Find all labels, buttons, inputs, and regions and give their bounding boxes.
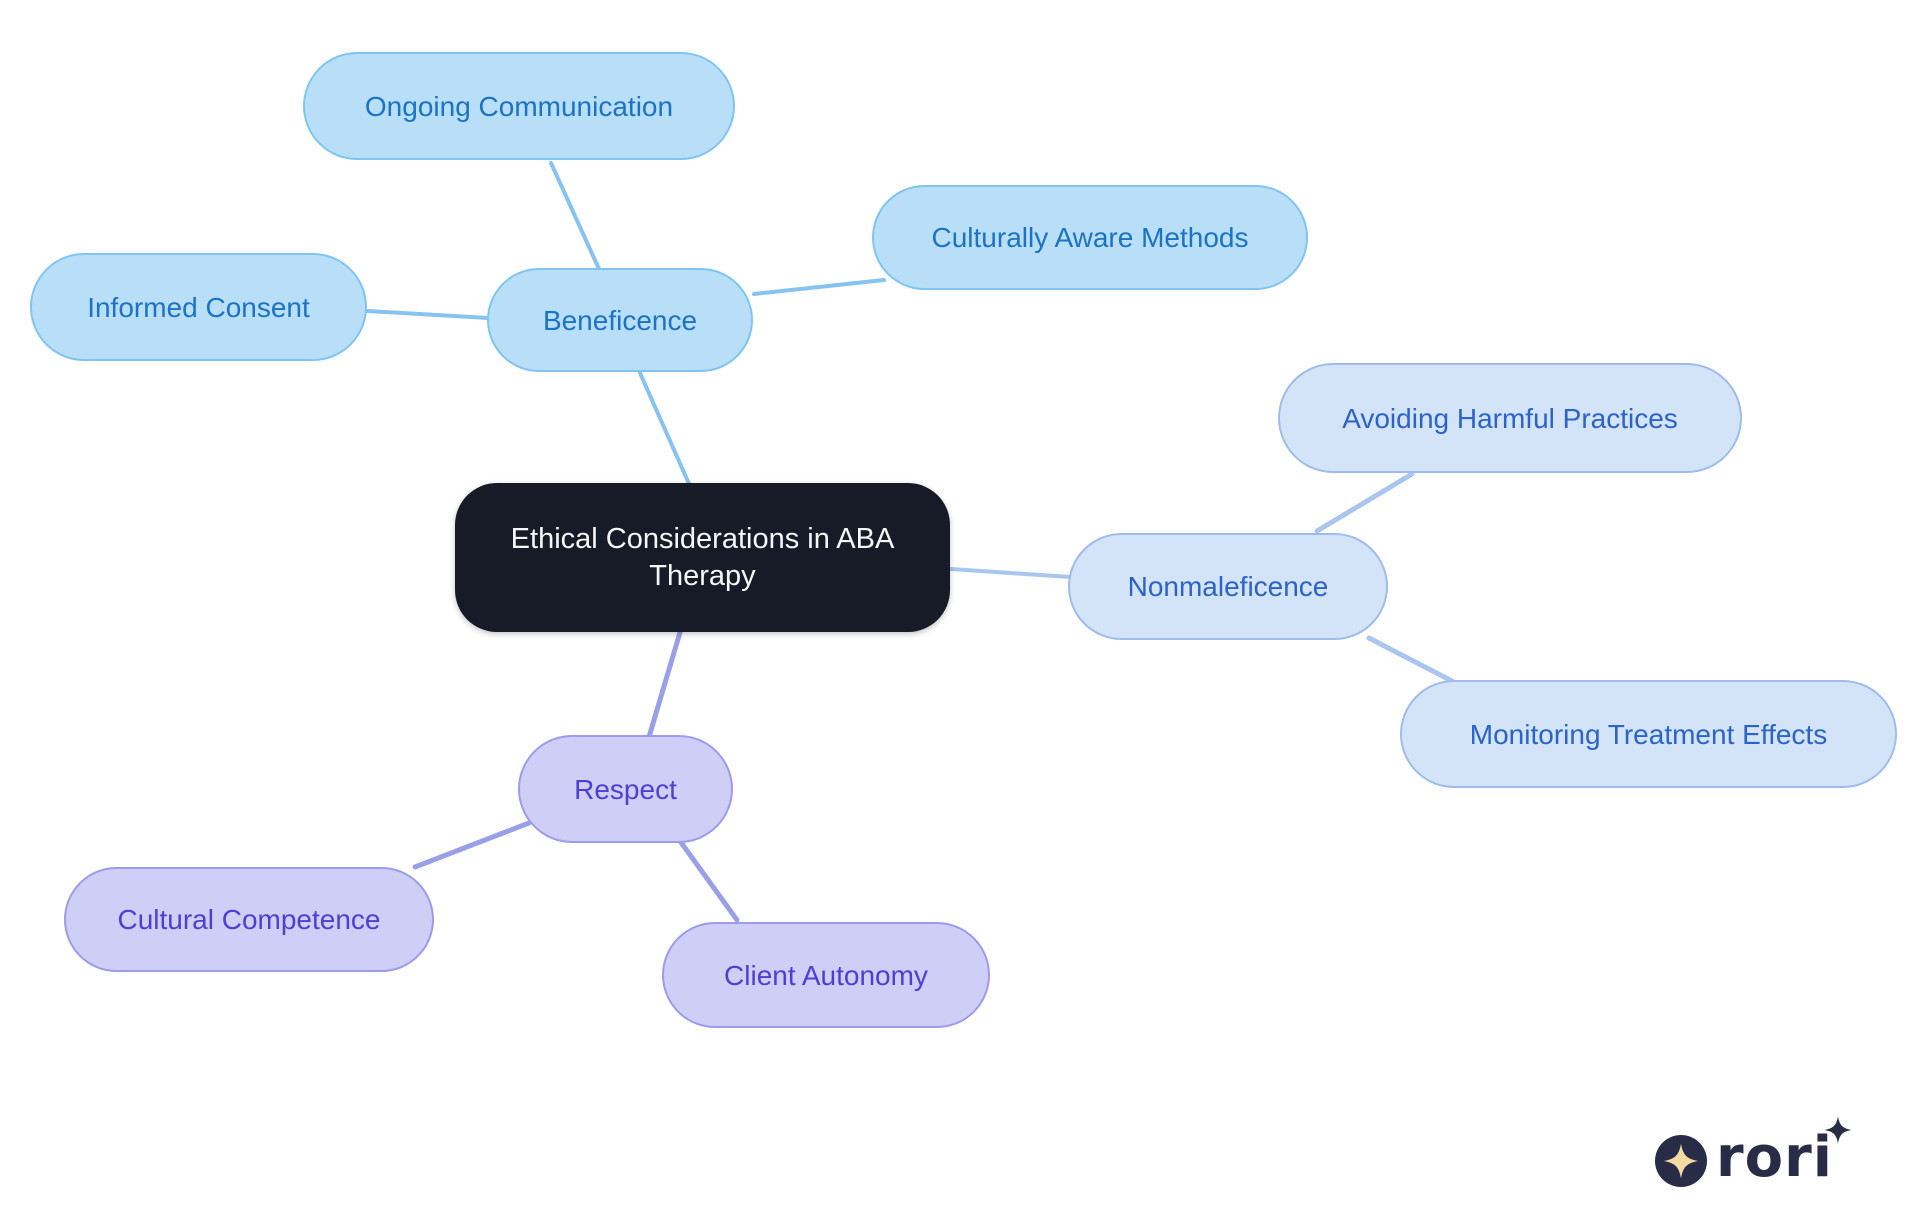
node-monitoring-treatment-effects[interactable]: Monitoring Treatment Effects — [1400, 680, 1897, 788]
node-center-ethical-considerations[interactable]: Ethical Considerations in ABA Therapy — [455, 483, 950, 632]
sparkle-icon-small — [1824, 1116, 1852, 1144]
edge-respect-cultural-competence — [412, 820, 532, 870]
edge-center-respect — [646, 626, 684, 740]
node-center-label: Ethical Considerations in ABA Therapy — [510, 523, 895, 592]
node-ongoing-communication-label: Ongoing Communication — [364, 90, 674, 122]
edge-informed-consent-beneficence — [366, 309, 490, 320]
edge-beneficence-culturally-aware-methods — [752, 278, 886, 296]
edge-respect-client-autonomy — [677, 838, 740, 923]
edge-ongoing-communication-beneficence — [549, 161, 601, 271]
edge-nonmaleficence-avoiding-harmful-practices — [1314, 471, 1415, 534]
edge-nonmaleficence-monitoring-treatment-effects — [1366, 635, 1455, 684]
node-respect-label: Respect — [574, 773, 677, 805]
node-informed-consent-label: Informed Consent — [87, 291, 310, 323]
node-beneficence-label: Beneficence — [542, 304, 698, 336]
node-culturally-aware-methods-label: Culturally Aware Methods — [931, 222, 1249, 253]
rori-logo-text: rori — [1716, 1125, 1833, 1190]
edge-center-nonmaleficence — [949, 567, 1072, 579]
node-client-autonomy-label: Client Autonomy — [724, 959, 928, 991]
node-ongoing-communication[interactable]: Ongoing Communication — [303, 52, 735, 160]
node-cultural-competence-label: Cultural Competence — [117, 904, 381, 935]
edge-beneficence-center — [638, 371, 692, 488]
rori-logo: rori — [1650, 1103, 1910, 1198]
node-client-autonomy[interactable]: Client Autonomy — [662, 922, 990, 1028]
node-nonmaleficence[interactable]: Nonmaleficence — [1068, 533, 1388, 640]
node-monitoring-treatment-effects-label: Monitoring Treatment Effects — [1469, 718, 1828, 750]
node-respect[interactable]: Respect — [518, 735, 733, 843]
sparkle-icon — [1663, 1143, 1699, 1179]
rori-logo-mark — [1655, 1135, 1707, 1187]
node-avoiding-harmful-practices[interactable]: Avoiding Harmful Practices — [1278, 363, 1742, 473]
node-nonmaleficence-label: Nonmaleficence — [1127, 571, 1329, 602]
node-cultural-competence[interactable]: Cultural Competence — [64, 867, 434, 972]
node-culturally-aware-methods[interactable]: Culturally Aware Methods — [872, 185, 1308, 290]
node-beneficence[interactable]: Beneficence — [487, 268, 753, 372]
node-avoiding-harmful-practices-label: Avoiding Harmful Practices — [1342, 402, 1678, 434]
node-informed-consent[interactable]: Informed Consent — [30, 253, 367, 361]
